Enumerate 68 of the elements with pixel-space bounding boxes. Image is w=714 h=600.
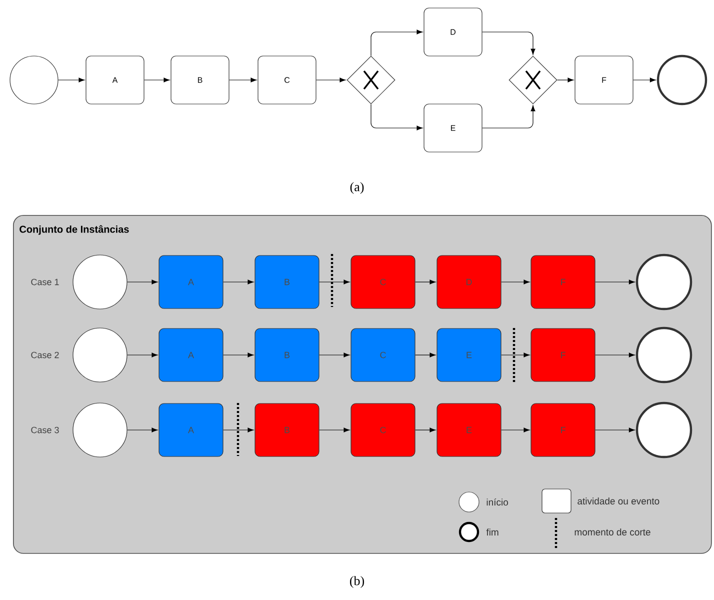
arrow xyxy=(58,78,85,82)
activity-box: C xyxy=(350,328,416,382)
arrow xyxy=(316,78,346,82)
arrow xyxy=(501,352,530,358)
activity-box: A xyxy=(158,403,224,457)
case-label: Case 1 xyxy=(31,278,59,286)
end-event-circle xyxy=(656,54,708,106)
arrow xyxy=(595,428,635,432)
activity-box: C xyxy=(350,403,416,457)
end-event-circle xyxy=(636,402,692,458)
arrow xyxy=(319,280,350,284)
arrow xyxy=(319,428,350,432)
arrow xyxy=(557,78,574,82)
start-event-circle xyxy=(10,56,58,104)
end-event-circle xyxy=(636,326,692,384)
arrow xyxy=(370,30,423,56)
arrow xyxy=(229,78,257,82)
activity-box: F xyxy=(530,328,596,382)
arrow xyxy=(595,280,635,284)
gateway-diamond xyxy=(508,56,558,104)
caption: (a) xyxy=(350,182,364,194)
start-event-circle xyxy=(72,254,128,310)
start-event-circle xyxy=(72,402,128,458)
arrow xyxy=(223,428,254,432)
legend-text: atividade ou evento xyxy=(578,498,660,504)
end-event-circle xyxy=(636,254,692,310)
task-box: A xyxy=(86,56,144,104)
arrow xyxy=(127,428,158,432)
task-box: C xyxy=(258,56,316,104)
activity-box: E xyxy=(436,328,502,382)
start-event-circle xyxy=(72,328,128,382)
caption: (b) xyxy=(350,576,364,588)
case-label: Case 3 xyxy=(31,426,59,434)
legend-text: fim xyxy=(486,528,498,536)
arrow xyxy=(415,428,436,432)
arrow xyxy=(501,428,530,432)
arrow xyxy=(415,352,436,358)
gateway-diamond xyxy=(346,56,396,104)
arrow xyxy=(127,352,158,358)
task-box: E xyxy=(424,104,482,152)
arrow xyxy=(482,32,536,55)
arrow xyxy=(223,352,254,358)
activity-box: B xyxy=(254,328,320,382)
arrow xyxy=(223,280,254,284)
arrow xyxy=(319,352,350,358)
task-box: F xyxy=(574,56,634,104)
activity-box: F xyxy=(530,255,596,309)
activity-box: F xyxy=(530,403,596,457)
arrow xyxy=(127,280,158,284)
activity-box: C xyxy=(350,255,416,309)
arrow xyxy=(501,280,530,284)
legend-text: momento de corte xyxy=(574,528,650,536)
case-label: Case 2 xyxy=(31,352,59,358)
activity-box: A xyxy=(158,255,224,309)
arrow xyxy=(415,280,436,284)
arrow xyxy=(370,104,423,130)
arrow xyxy=(595,352,635,358)
activity-box: A xyxy=(158,328,224,382)
arrow xyxy=(144,78,170,82)
activity-box: B xyxy=(254,403,320,457)
legend-text: início xyxy=(486,498,508,506)
activity-box: D xyxy=(436,255,502,309)
arrow xyxy=(633,78,656,82)
task-box: D xyxy=(424,8,482,56)
task-box: B xyxy=(170,56,230,104)
arrow xyxy=(482,105,536,128)
activity-box: E xyxy=(436,403,502,457)
activity-box: B xyxy=(254,255,320,309)
